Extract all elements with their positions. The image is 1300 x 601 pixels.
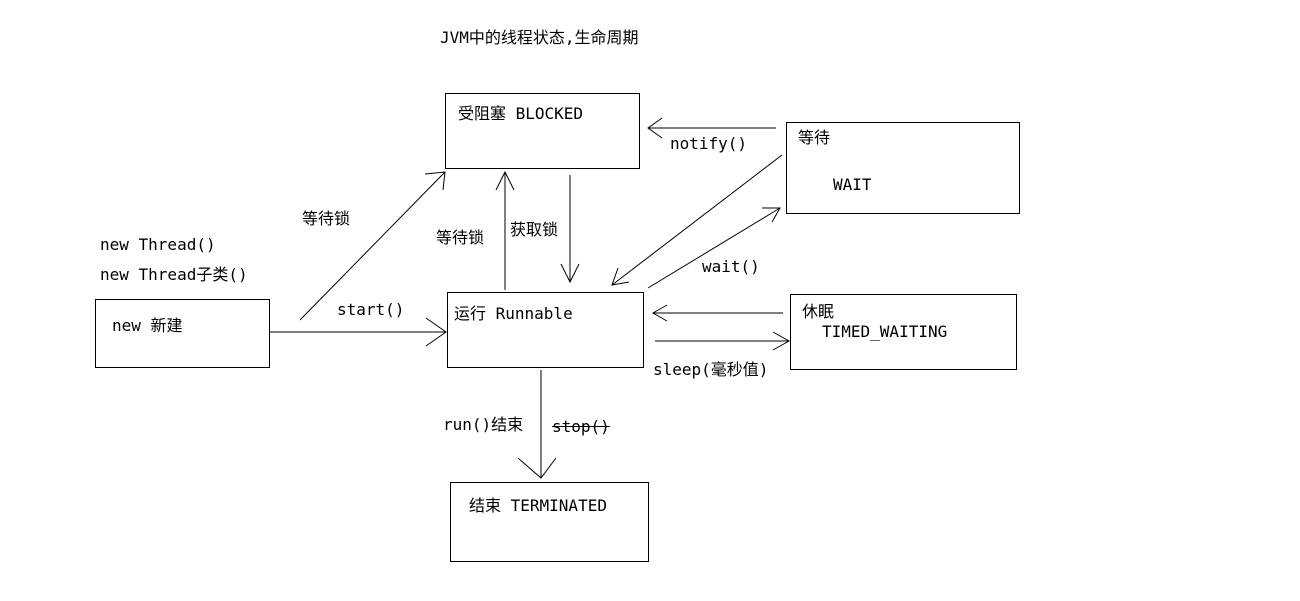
arrowhead-runnable-to-blocked: [495, 170, 515, 191]
arrow-wait-to-runnable: [611, 154, 783, 286]
arrow-new-to-blocked: [299, 171, 446, 321]
creation-line-1: new Thread(): [100, 235, 216, 254]
label-wait-lock-mid: 等待锁: [436, 228, 485, 247]
state-timed-label-cn: 休眠: [802, 302, 835, 321]
arrowhead-notify: [647, 117, 663, 139]
label-run-end: run()结束: [443, 415, 524, 434]
arrowhead-run-end: [517, 457, 557, 479]
state-runnable-label: 运行 Runnable: [454, 304, 573, 323]
arrowhead-wait-call: [762, 207, 781, 223]
state-terminated-box: [450, 482, 649, 562]
state-terminated-label: 结束 TERMINATED: [469, 496, 607, 515]
diagram-title: JVM中的线程状态,生命周期: [440, 28, 639, 47]
state-new-box: [95, 299, 270, 368]
label-wait-call: wait(): [702, 257, 760, 276]
arrowhead-blocked-to-runnable: [560, 263, 580, 284]
state-wait-label-cn: 等待: [798, 128, 831, 147]
state-blocked-label: 受阻塞 BLOCKED: [458, 104, 584, 123]
state-wait-box: [786, 122, 1020, 214]
state-timed-label-en: TIMED_WAITING: [822, 322, 948, 341]
label-sleep: sleep(毫秒值): [653, 360, 769, 379]
arrowhead-wait-to-runnable: [611, 267, 630, 286]
arrowhead-timed-to-runnable: [651, 304, 668, 322]
arrow-wait-call: [647, 207, 781, 289]
state-wait-label-en: WAIT: [833, 175, 872, 194]
arrowhead-start: [425, 317, 447, 347]
label-acquire-lock: 获取锁: [510, 220, 559, 239]
creation-line-2: new Thread子类(): [100, 265, 248, 284]
state-new-label: new 新建: [112, 316, 183, 335]
state-blocked-box: [445, 93, 640, 169]
state-runnable-box: [447, 292, 644, 368]
label-stop: stop(): [552, 417, 610, 436]
label-wait-lock-left: 等待锁: [302, 209, 351, 228]
state-timed-waiting-box: [790, 294, 1017, 370]
arrowhead-new-to-blocked: [424, 171, 446, 191]
arrowhead-sleep: [772, 331, 791, 351]
label-notify: notify(): [670, 134, 748, 153]
label-start: start(): [337, 300, 405, 319]
